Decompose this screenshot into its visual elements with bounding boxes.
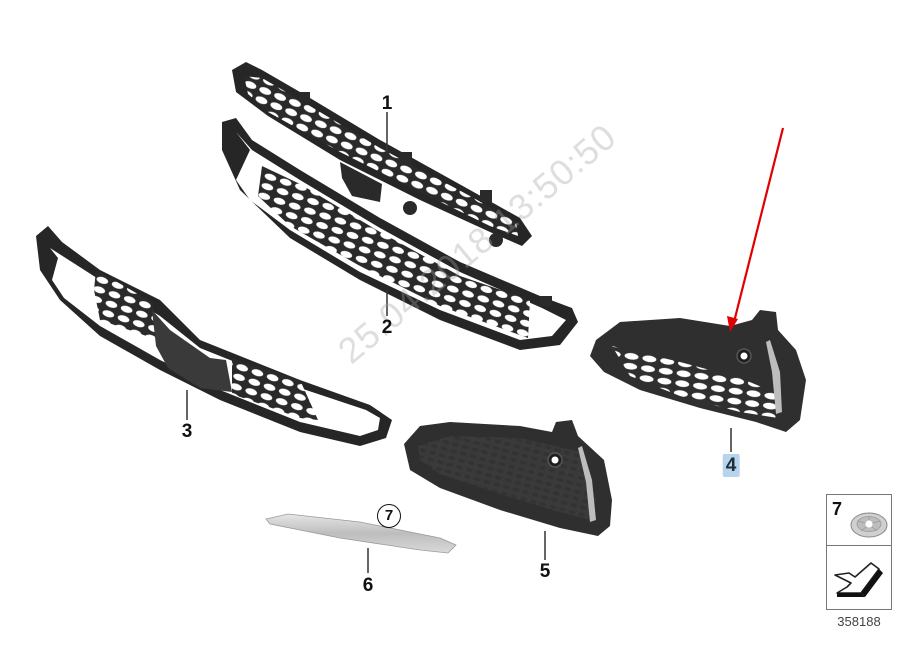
leader-lines [186, 112, 732, 573]
direction-arrow-icon [834, 562, 883, 597]
callout-4-highlighted[interactable]: 4 [722, 454, 740, 477]
callout-7-circled[interactable]: 7 [377, 504, 401, 528]
clip-nut-icon [850, 512, 888, 538]
diagram-id: 358188 [837, 614, 881, 629]
part-3-lower-grille[interactable] [36, 226, 392, 446]
legend-box: 7 [826, 494, 892, 610]
red-arrow-annotation [727, 127, 785, 332]
callout-5[interactable]: 5 [539, 561, 551, 582]
part-5-left-fog-cover[interactable] [404, 420, 612, 536]
legend-cell-clip: 7 [827, 495, 891, 546]
part-6-trim-strip[interactable] [265, 513, 457, 554]
part-1-upper-grille[interactable] [232, 62, 532, 247]
part-2-center-grille[interactable] [222, 118, 578, 350]
callout-1[interactable]: 1 [381, 93, 393, 114]
callout-2[interactable]: 2 [381, 317, 393, 338]
part-4-right-fog-grille[interactable] [590, 310, 806, 432]
legend-item-number: 7 [832, 499, 843, 519]
callout-6[interactable]: 6 [362, 575, 374, 596]
callout-3[interactable]: 3 [181, 421, 193, 442]
